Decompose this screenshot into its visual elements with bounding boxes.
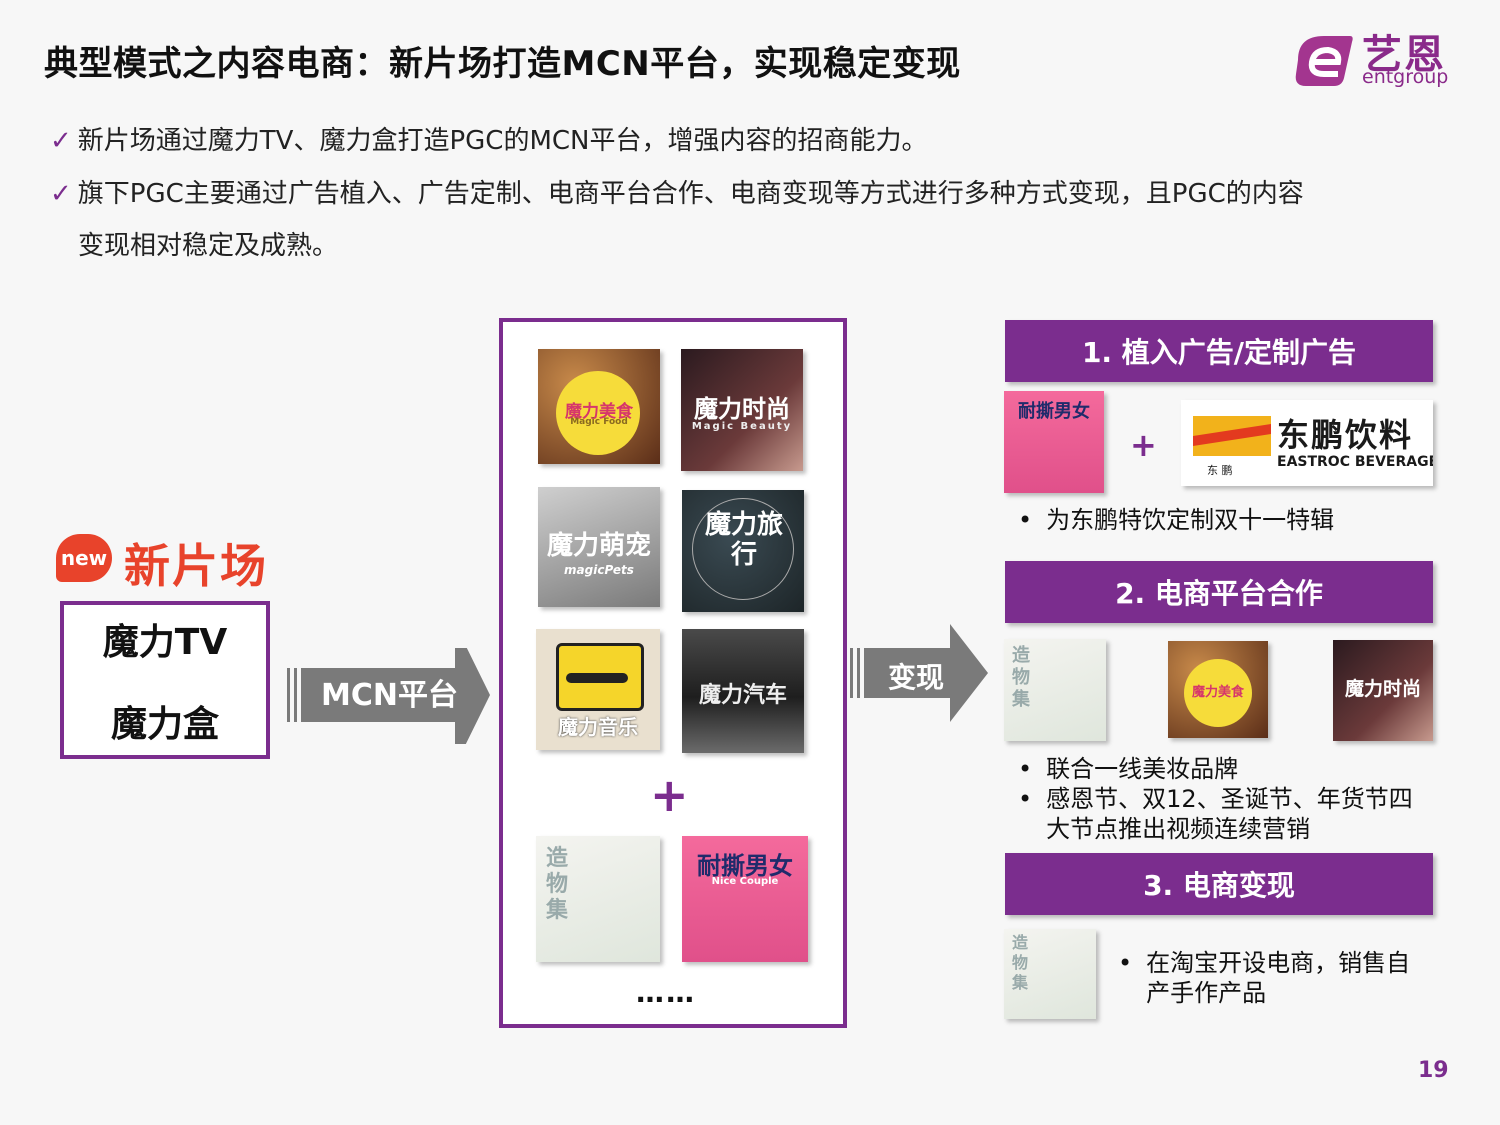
section1-naisi-thumb: 耐撕男女 — [1004, 391, 1104, 493]
arrow-mcn-label: MCN平台 — [321, 678, 458, 713]
product-molitv: 魔力TV — [102, 622, 228, 663]
section2-zaowuji-thumb: 造物集 — [1004, 639, 1106, 741]
logo-en-text: entgroup — [1362, 66, 1449, 88]
thumb-mopets: 魔力萌宠 magicPets — [538, 487, 660, 607]
product-box: 魔力TV 魔力盒 — [60, 601, 270, 759]
check-icon: ✓ — [50, 126, 72, 156]
section2-mofood-thumb: 魔力美食 — [1168, 641, 1268, 738]
section3-header: 3. 电商变现 — [1005, 853, 1433, 915]
page-number: 19 — [1418, 1058, 1449, 1083]
section2-mobeauty-thumb: 魔力时尚 — [1333, 640, 1433, 741]
section2-header: 2. 电商平台合作 — [1005, 561, 1433, 623]
thumb-momusic: 魔力音乐 — [536, 629, 660, 750]
section1-header: 1. 植入广告/定制广告 — [1005, 320, 1433, 382]
section3-zaowuji-thumb: 造物集 — [1004, 929, 1096, 1019]
plus-icon: + — [650, 768, 689, 822]
section1-bullet: •为东鹏特饮定制双十一特辑 — [1018, 506, 1335, 534]
arrow-right-icon — [287, 648, 490, 744]
thumb-mobeauty: 魔力时尚 Magic Beauty — [681, 349, 803, 471]
thumb-naisi: 耐撕男女 Nice Couple — [682, 836, 808, 962]
entgroup-logo-icon — [1295, 36, 1353, 86]
section2-bullet-1: •联合一线美妆品牌 — [1018, 755, 1239, 783]
section3-bullet: •在淘宝开设电商，销售自产手作产品 — [1118, 949, 1411, 1007]
thumb-mofood: 魔力美食 Magic Food — [538, 349, 660, 464]
dongpeng-logo: 东鹏饮料 EASTROC BEVERAGE 东 鹏 — [1181, 400, 1433, 486]
plus-icon: + — [1130, 426, 1157, 464]
more-ellipsis: …… — [636, 976, 696, 1009]
product-molihe: 魔力盒 — [110, 704, 219, 745]
new-badge-icon: new — [56, 534, 112, 582]
arrow-monetize: 变现 — [850, 624, 990, 728]
page-title: 典型模式之内容电商：新片场打造MCN平台，实现稳定变现 — [44, 44, 961, 84]
check-icon: ✓ — [50, 179, 72, 209]
bullet-1: ✓新片场通过魔力TV、魔力盒打造PGC的MCN平台，增强内容的招商能力。 — [50, 126, 928, 156]
thumb-motravel: 魔力旅行 — [682, 490, 804, 612]
dongpeng-emblem-icon — [1193, 416, 1271, 456]
arrow-right-icon — [850, 624, 988, 722]
thumb-zaowuji: 造物集 — [536, 836, 660, 962]
logo-cn-text: 艺恩 — [1362, 32, 1446, 78]
section2-bullet-2: •感恩节、双12、圣诞节、年货节四大节点推出视频连续营销 — [1018, 785, 1413, 843]
xinpianchang-brand: 新片场 — [124, 539, 268, 593]
bullet-2: ✓旗下PGC主要通过广告植入、广告定制、电商平台合作、电商变现等方式进行多种方式… — [50, 179, 1304, 209]
arrow-monetize-label: 变现 — [888, 661, 945, 694]
thumb-mocar: 魔力汽车 — [682, 629, 804, 753]
bullet-2-continued: 变现相对稳定及成熟。 — [78, 231, 339, 261]
